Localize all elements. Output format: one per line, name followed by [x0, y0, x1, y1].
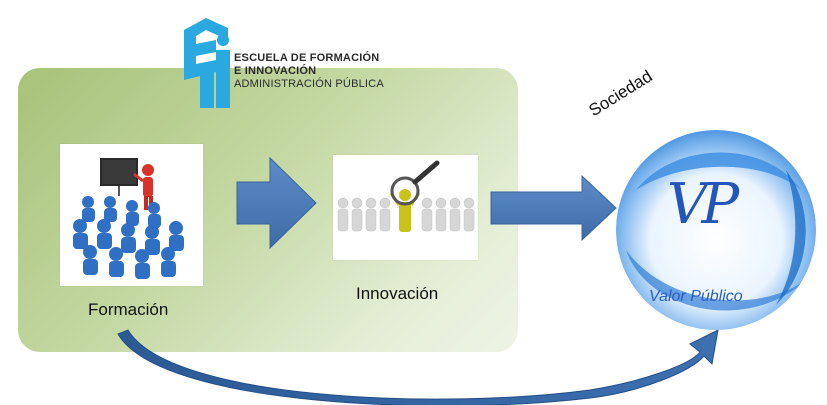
valor-publico-circle: [616, 130, 816, 330]
formacion-label: Formación: [88, 300, 169, 319]
innovacion-image: [333, 155, 478, 260]
innovacion-label: Innovación: [356, 284, 439, 303]
arrow-formacion-innovacion: [236, 156, 317, 250]
logo-line-1: ESCUELA DE FORMACIÓN: [234, 52, 380, 64]
team-illustration: [337, 160, 475, 232]
valor-publico-label: Valor Público: [649, 288, 743, 305]
logo-line-2: E INNOVACIÓN: [234, 65, 317, 77]
efi-logo-icon: [184, 18, 230, 108]
arrow-innovacion-valor: [490, 174, 617, 242]
logo-text: ESCUELA DE FORMACIÓN E INNOVACIÓN ADMINI…: [234, 52, 384, 91]
vp-mark: VP: [667, 172, 739, 237]
curved-arrow-formacion-valor: [117, 329, 719, 405]
classroom-illustration: [73, 158, 184, 279]
logo-line-3: ADMINISTRACIÓN PÚBLICA: [234, 78, 384, 90]
formacion-image: [60, 144, 203, 286]
swirl-icon: [616, 130, 816, 330]
